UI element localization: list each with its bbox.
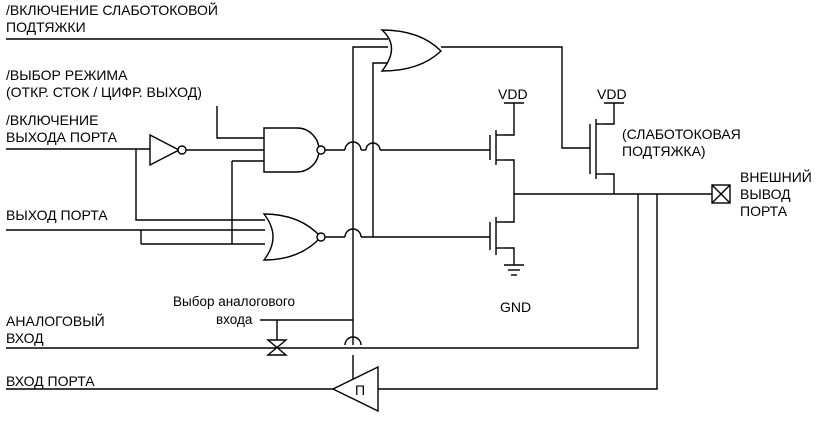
weak-pullup-label-line1: (СЛАБОТОКОВАЯ — [622, 126, 741, 142]
wires — [6, 38, 712, 390]
port-input-label: ВХОД ПОРТА — [6, 373, 95, 389]
weak-pullup-enable-label-line2: ПОДТЯЖКИ — [6, 19, 86, 35]
buffer-icon — [149, 133, 181, 167]
analog-select-label-line2: входа — [216, 312, 253, 327]
or-gate-icon — [262, 213, 322, 261]
or-gate-icon — [380, 29, 443, 72]
pin-icon — [711, 184, 731, 204]
vdd-label-left: VDD — [498, 86, 528, 102]
vdd-label-right: VDD — [597, 86, 627, 102]
weak-pullup-enable-label-line1: /ВКЛЮЧЕНИЕ СЛАБОТОКОВОЙ — [6, 1, 218, 18]
analog-select-label-line1: Выбор аналогового — [173, 294, 295, 309]
ext-pin-label-line3: ПОРТА — [740, 203, 788, 219]
port-output-enable-label-line2: ВЫХОДА ПОРТА — [6, 129, 118, 145]
or-inversion-bubble — [316, 232, 326, 242]
pmos-transistor-icon — [589, 119, 604, 179]
pmos-transistor-icon — [489, 130, 504, 165]
analog-input-label-line2: ВХОД — [6, 330, 44, 346]
port-output-label: ВЫХОД ПОРТА — [6, 207, 108, 223]
weak-pullup-label-line2: ПОДТЯЖКА) — [622, 143, 706, 159]
transmission-gate-icon — [266, 339, 288, 356]
ext-pin-label-line1: ВНЕШНИЙ — [740, 168, 812, 185]
ext-pin-label-line2: ВЫВОД — [740, 186, 791, 202]
schmitt-symbol: Π — [355, 382, 365, 398]
buffer-inversion-bubble — [177, 145, 187, 155]
mode-select-label-line1: /ВЫБОР РЕЖИМА — [6, 67, 128, 83]
schmitt-trigger-icon: Π — [331, 365, 379, 413]
nmos-transistor-icon — [489, 217, 504, 255]
gnd-label: GND — [500, 299, 531, 315]
mode-select-label-line2: (ОТКР. СТОК / ЦИФР. ВЫХОД) — [6, 84, 202, 100]
analog-input-label-line1: АНАЛОГОВЫЙ — [6, 312, 105, 329]
and-gate-icon — [263, 127, 320, 173]
port-output-enable-label-line1: /ВКЛЮЧЕНИЕ — [6, 112, 98, 128]
and-inversion-bubble — [316, 145, 326, 155]
crossing-bumps — [344, 141, 381, 346]
